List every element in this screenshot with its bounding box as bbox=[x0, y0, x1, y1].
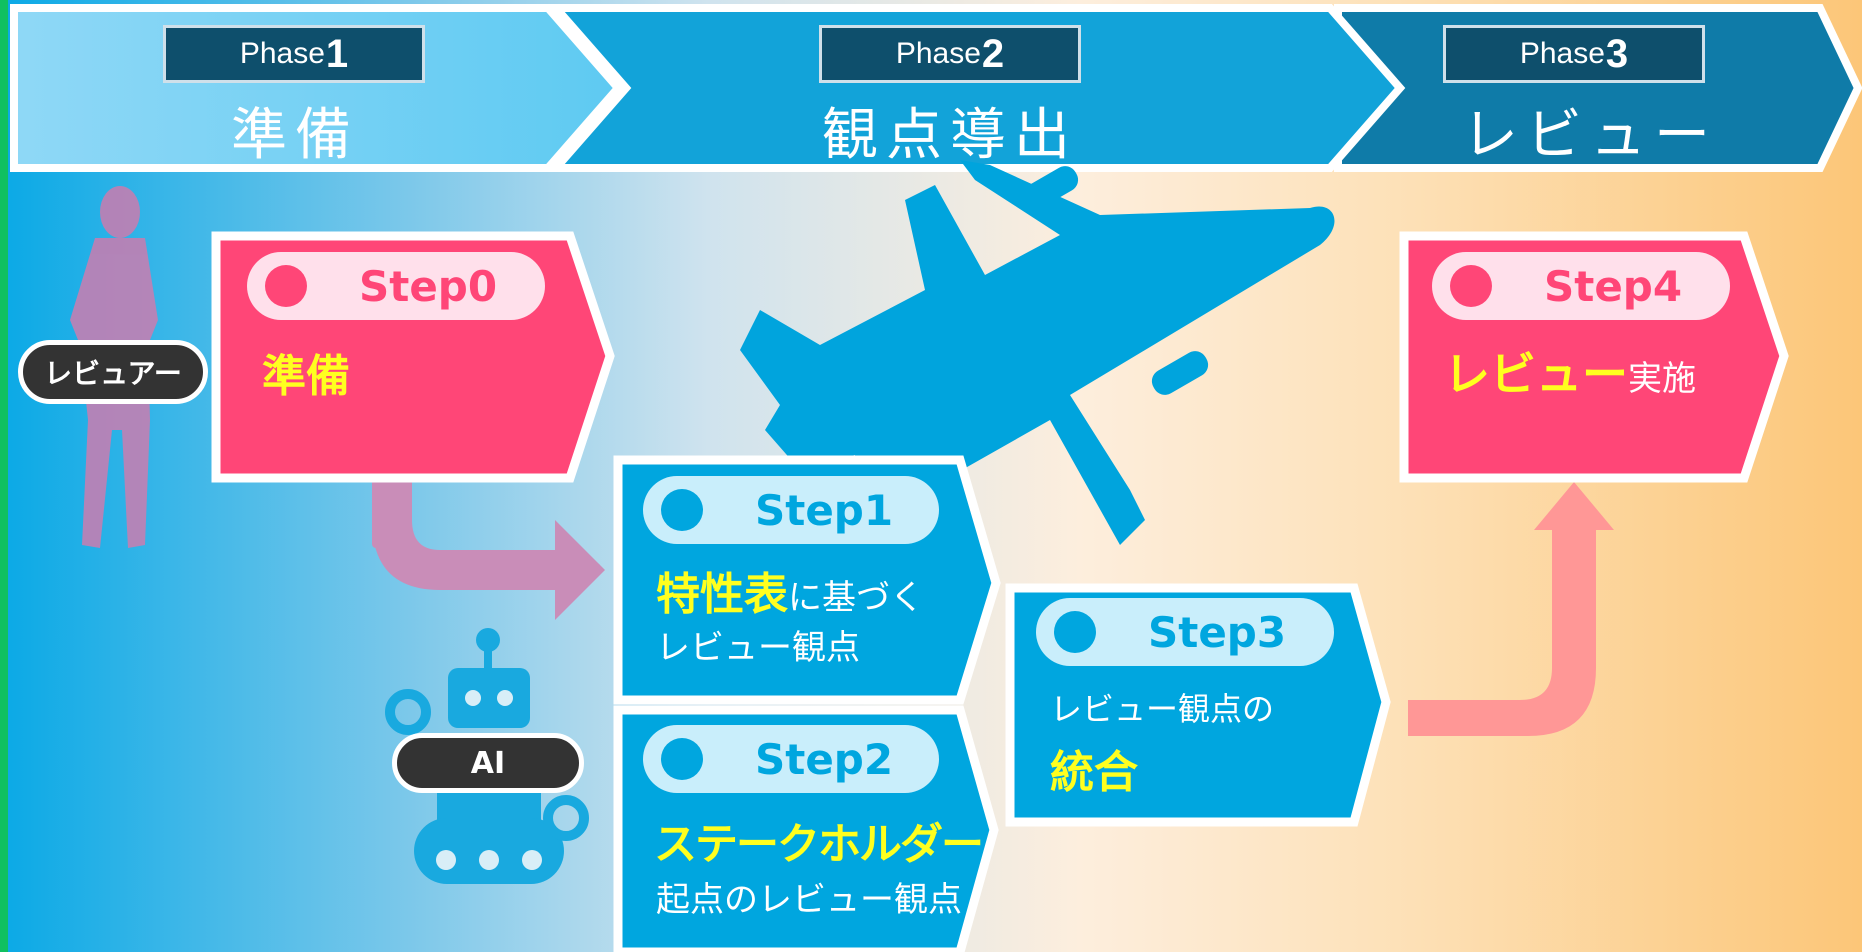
step4-highlight: レビュー bbox=[1444, 347, 1628, 401]
reviewer-badge: レビュアー bbox=[18, 340, 208, 404]
phase3-title: レビュー bbox=[1462, 103, 1718, 168]
ai-badge: AI bbox=[392, 733, 584, 793]
step1-highlight: 特性表 bbox=[656, 569, 788, 620]
robot-eye-right bbox=[497, 690, 513, 706]
robot-wheel-3 bbox=[522, 850, 542, 870]
step4-label: Step4 bbox=[1544, 261, 1683, 311]
step3-label: Step3 bbox=[1148, 607, 1287, 657]
airplane-icon bbox=[740, 160, 1335, 545]
step3-dot-icon bbox=[1054, 611, 1096, 653]
phase3-prefix: Phase bbox=[1519, 37, 1605, 70]
step1-text1: に基づく bbox=[788, 578, 924, 618]
step3-highlight: 統合 bbox=[1050, 747, 1138, 798]
step3-line1: レビュー観点の bbox=[1050, 690, 1275, 728]
step0-label: Step0 bbox=[359, 261, 498, 311]
arrow-step3-to-step4 bbox=[1408, 482, 1614, 736]
phase2-prefix: Phase bbox=[895, 37, 981, 70]
step1-line2: レビュー観点 bbox=[656, 628, 860, 668]
step0-highlight: 準備 bbox=[262, 351, 350, 402]
step0-pill: Step0 bbox=[247, 252, 545, 320]
phase1-prefix: Phase bbox=[239, 37, 325, 70]
step1-pill: Step1 bbox=[643, 476, 939, 544]
step2-highlight: ステークホルダー bbox=[654, 820, 984, 870]
step2-dot-icon bbox=[661, 738, 703, 780]
left-edge-bar bbox=[0, 0, 8, 952]
step1-dot-icon bbox=[661, 489, 703, 531]
step0-dot-icon bbox=[265, 265, 307, 307]
robot-wheel-2 bbox=[479, 850, 499, 870]
phase1-number: 1 bbox=[325, 31, 349, 76]
phase2-title: 観点導出 bbox=[822, 103, 1078, 168]
step2-label: Step2 bbox=[755, 734, 894, 784]
phase2-chevron bbox=[547, 4, 1406, 172]
step4-line: レビュー実施 bbox=[1444, 338, 1696, 404]
phase2-number: 2 bbox=[981, 31, 1005, 76]
step2-line2: 起点のレビュー観点 bbox=[656, 880, 962, 920]
step2-pill: Step2 bbox=[643, 725, 939, 793]
arrow-step0-to-step1 bbox=[372, 478, 605, 620]
phase3-number: 3 bbox=[1605, 31, 1629, 76]
phase1-title: 準備 bbox=[231, 103, 359, 168]
step1-label: Step1 bbox=[755, 485, 894, 535]
robot-wheel-1 bbox=[436, 850, 456, 870]
step3-pill: Step3 bbox=[1036, 598, 1334, 666]
step4-dot-icon bbox=[1450, 265, 1492, 307]
robot-eye-left bbox=[465, 690, 481, 706]
step4-pill: Step4 bbox=[1432, 252, 1730, 320]
step1-line1: 特性表に基づく bbox=[656, 558, 924, 622]
step4-text1: 実施 bbox=[1628, 359, 1696, 399]
